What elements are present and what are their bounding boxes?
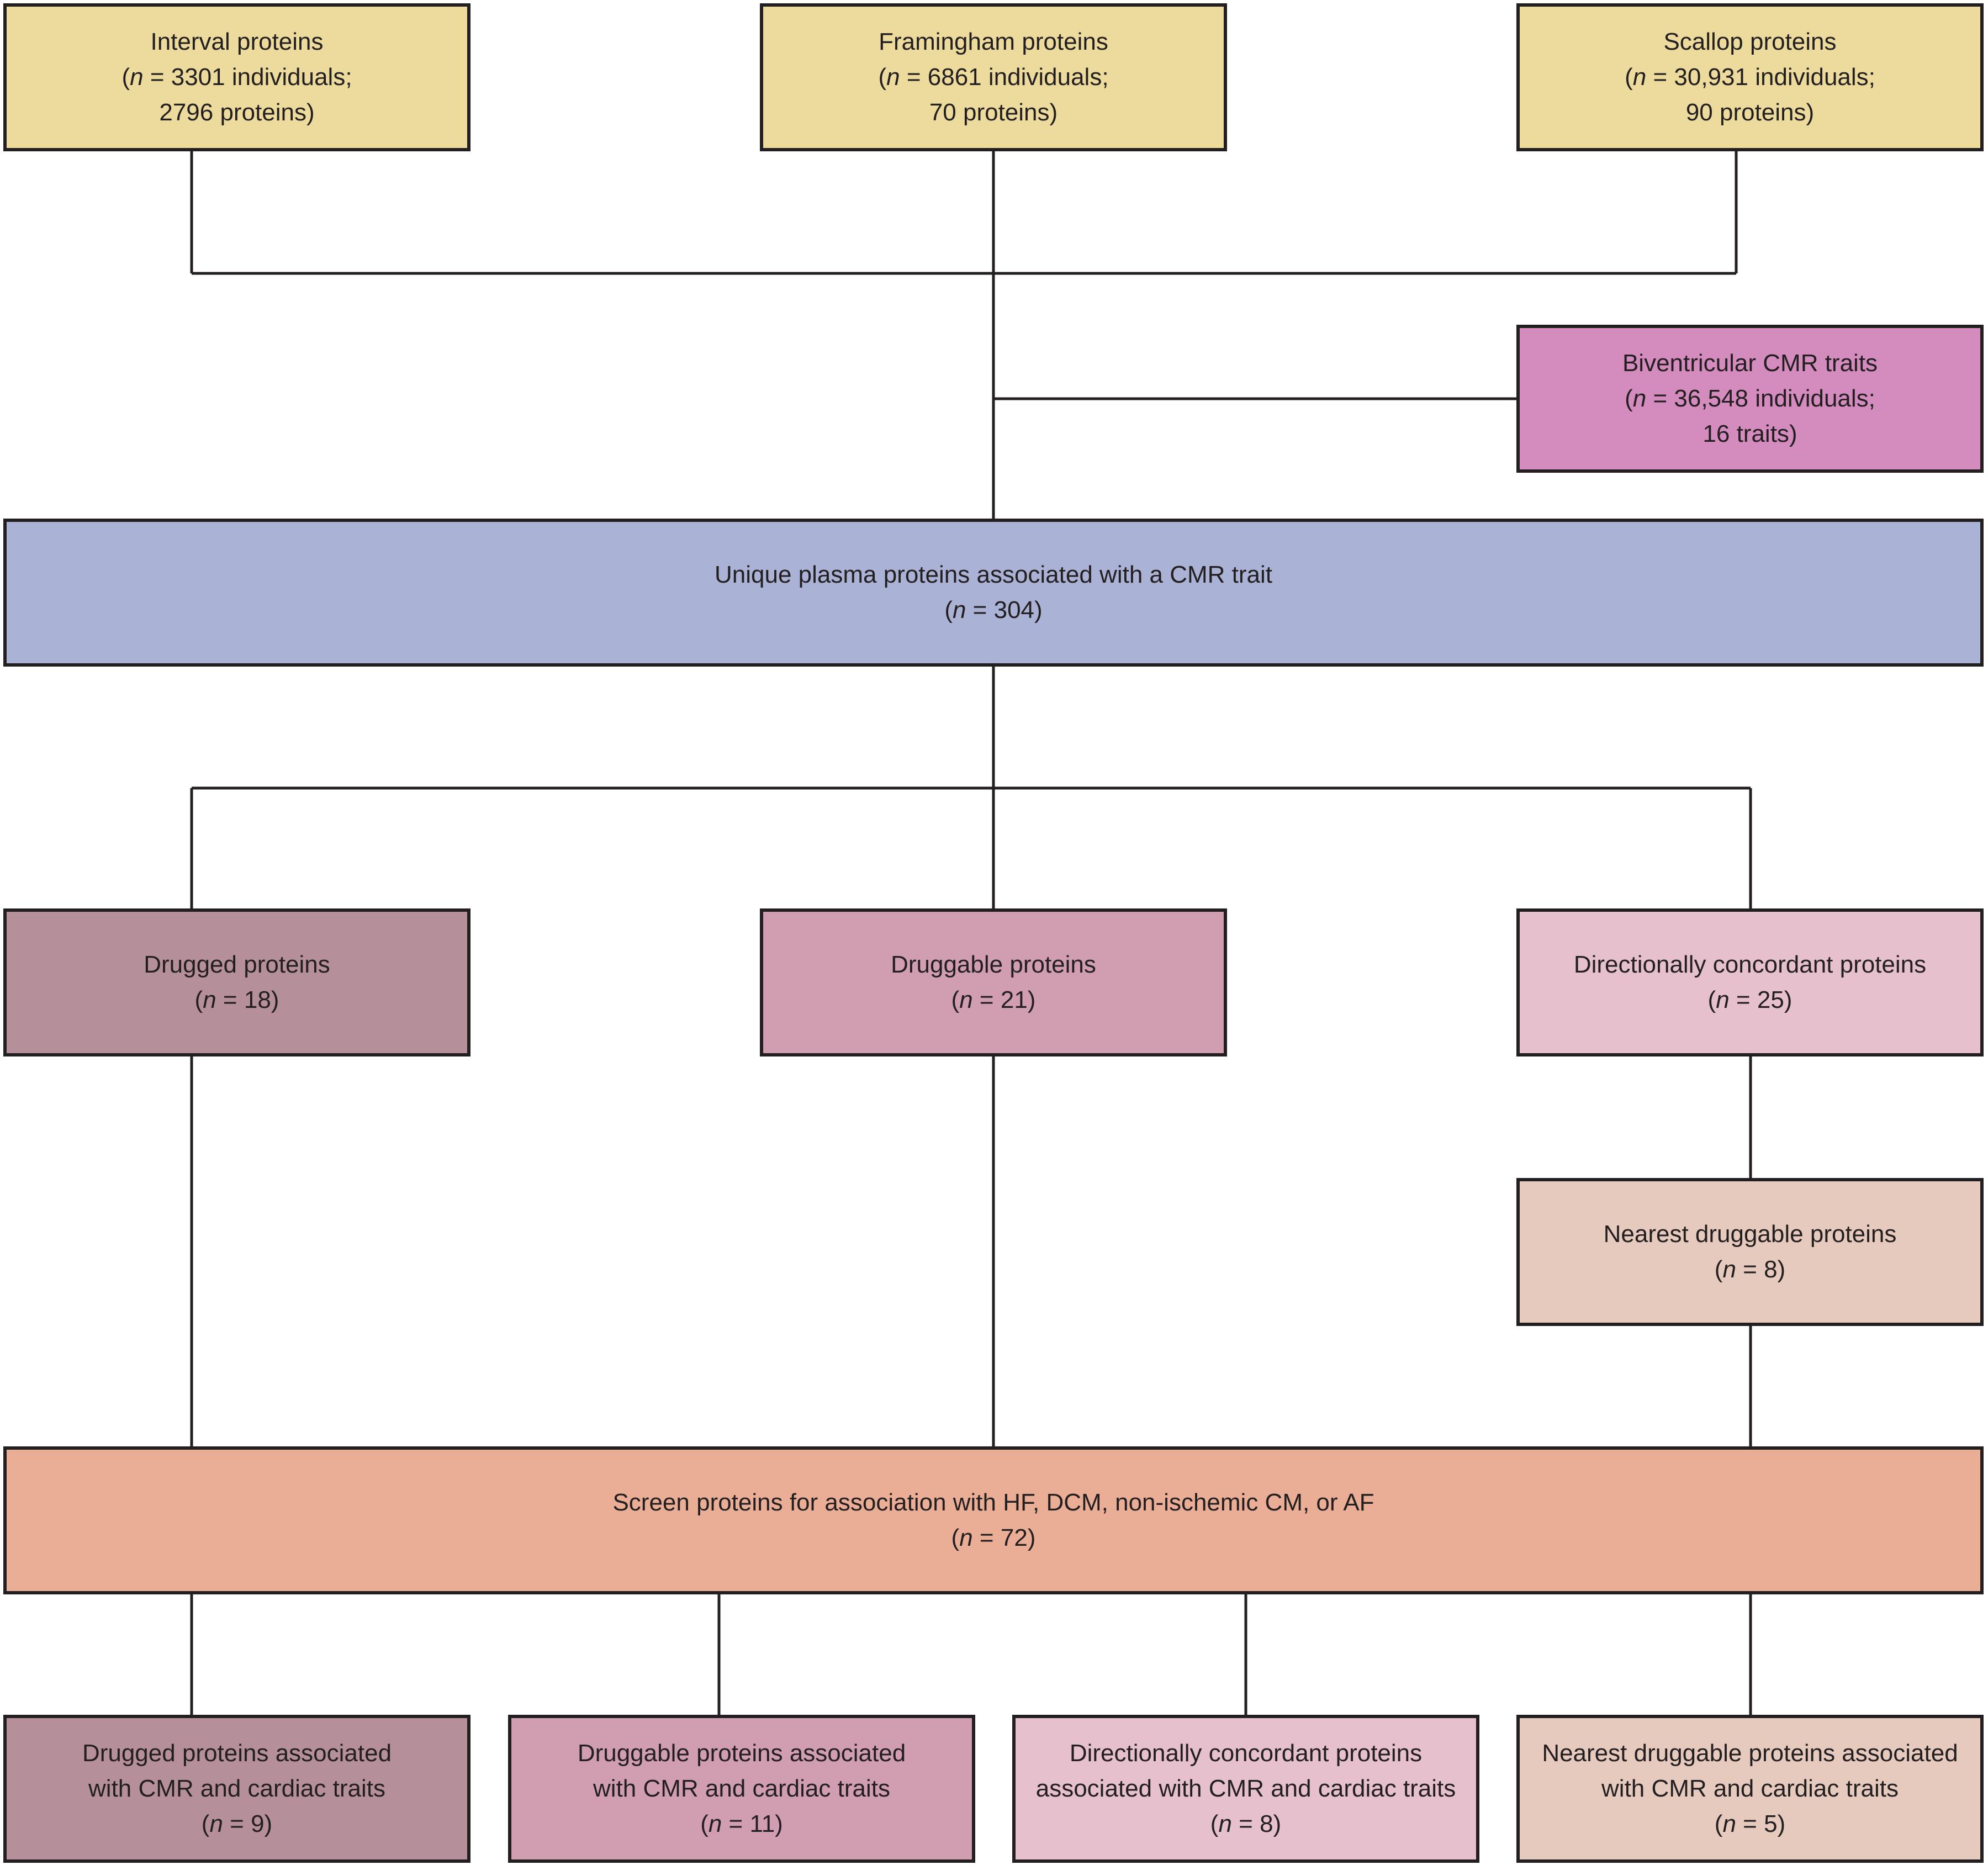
box-n-line: (n = 6861 individuals; <box>878 64 1109 91</box>
box-line-1: Nearest druggable proteins associated <box>1542 1740 1958 1767</box>
box-detail: 70 proteins) <box>929 99 1058 126</box>
box-title: Framingham proteins <box>879 28 1108 55</box>
box-n-line: (n = 72) <box>951 1524 1036 1551</box>
scallop-proteins-box: Scallop proteins (n = 30,931 individuals… <box>1516 3 1984 151</box>
box-detail: 90 proteins) <box>1685 99 1815 126</box>
box-detail: 16 traits) <box>1703 420 1797 447</box>
box-n-line: (n = 36,548 individuals; <box>1625 385 1875 412</box>
box-line-2: with CMR and cardiac traits <box>88 1775 385 1802</box>
box-title: Biventricular CMR traits <box>1622 350 1878 377</box>
box-n-line: (n = 304) <box>944 596 1043 624</box>
box-title: Druggable proteins <box>891 951 1096 978</box>
box-n-line: (n = 3301 individuals; <box>121 64 352 91</box>
box-line-2: associated with CMR and cardiac traits <box>1035 1775 1456 1802</box>
box-line-1: Druggable proteins associated <box>577 1740 906 1767</box>
box-line-2: with CMR and cardiac traits <box>1601 1775 1899 1802</box>
box-title: Directionally concordant proteins <box>1573 951 1927 978</box>
box-n-line: (n = 8) <box>1714 1256 1786 1283</box>
result-nearest-box: Nearest druggable proteins associated wi… <box>1516 1715 1984 1863</box>
box-n-line: (n = 18) <box>194 986 279 1013</box>
cmr-traits-box: Biventricular CMR traits (n = 36,548 ind… <box>1516 325 1984 473</box>
unique-proteins-box: Unique plasma proteins associated with a… <box>3 519 1984 667</box>
box-title: Screen proteins for association with HF,… <box>612 1489 1374 1516</box>
result-drugged-box: Drugged proteins associated with CMR and… <box>3 1715 470 1863</box>
nearest-druggable-box: Nearest druggable proteins (n = 8) <box>1516 1178 1984 1326</box>
box-detail: 2796 proteins) <box>159 99 315 126</box>
box-n-line: (n = 21) <box>951 986 1036 1013</box>
druggable-proteins-box: Druggable proteins (n = 21) <box>760 908 1227 1056</box>
box-title: Nearest druggable proteins <box>1603 1221 1897 1248</box>
box-n-line: (n = 25) <box>1707 986 1793 1013</box>
box-n-line: (n = 9) <box>201 1810 273 1837</box>
box-n-line: (n = 11) <box>700 1810 783 1837</box>
box-n-line: (n = 30,931 individuals; <box>1625 64 1875 91</box>
box-n-line: (n = 5) <box>1714 1810 1786 1837</box>
screen-proteins-box: Screen proteins for association with HF,… <box>3 1446 1984 1594</box>
box-line-1: Drugged proteins associated <box>82 1740 392 1767</box>
box-title: Unique plasma proteins associated with a… <box>714 561 1272 588</box>
box-title: Drugged proteins <box>144 951 330 978</box>
box-title: Interval proteins <box>150 28 324 55</box>
box-n-line: (n = 8) <box>1210 1810 1282 1837</box>
box-line-1: Directionally concordant proteins <box>1069 1740 1423 1767</box>
box-title: Scallop proteins <box>1663 28 1837 55</box>
box-line-2: with CMR and cardiac traits <box>593 1775 890 1802</box>
interval-proteins-box: Interval proteins (n = 3301 individuals;… <box>3 3 470 151</box>
result-druggable-box: Druggable proteins associated with CMR a… <box>508 1715 975 1863</box>
result-concordant-box: Directionally concordant proteins associ… <box>1012 1715 1479 1863</box>
drugged-proteins-box: Drugged proteins (n = 18) <box>3 908 470 1056</box>
framingham-proteins-box: Framingham proteins (n = 6861 individual… <box>760 3 1227 151</box>
concordant-proteins-box: Directionally concordant proteins (n = 2… <box>1516 908 1984 1056</box>
